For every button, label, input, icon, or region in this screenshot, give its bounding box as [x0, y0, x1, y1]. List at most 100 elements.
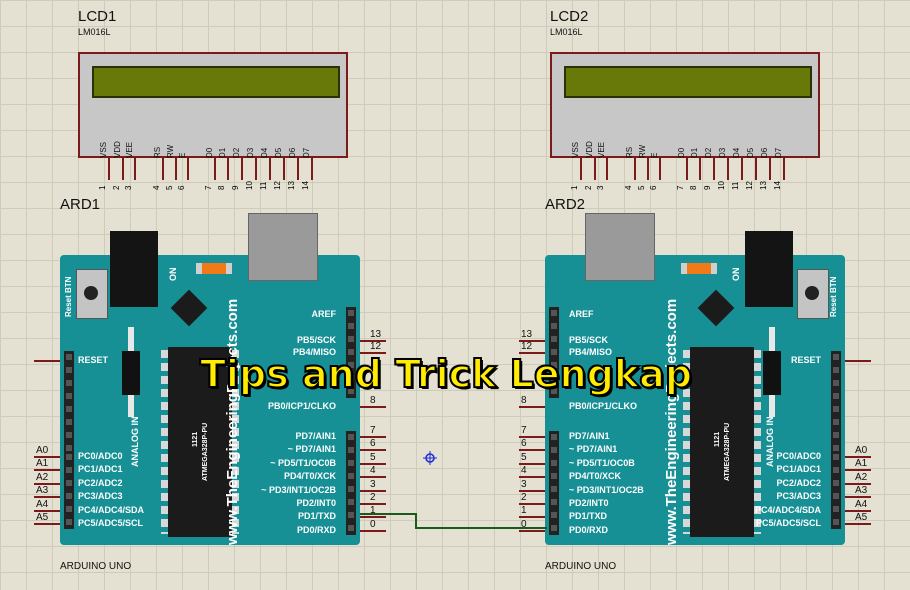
lcd1-pin-lead[interactable]: [241, 156, 243, 180]
analog-pin-lead[interactable]: [34, 456, 60, 458]
lcd2-pin-lead[interactable]: [755, 156, 757, 180]
header-hole[interactable]: [348, 512, 354, 518]
lcd2-pin-lead[interactable]: [659, 156, 661, 180]
header-hole[interactable]: [551, 362, 557, 368]
header-hole[interactable]: [348, 375, 354, 381]
header-hole[interactable]: [551, 499, 557, 505]
header-hole[interactable]: [348, 388, 354, 394]
header-hole[interactable]: [551, 525, 557, 531]
lcd1-pin-lead[interactable]: [134, 156, 136, 180]
digital-pin-lead[interactable]: [519, 449, 545, 452]
lcd2-pin-lead[interactable]: [580, 156, 582, 180]
wire-vertical-segment[interactable]: [415, 513, 417, 528]
digital-pin-lead[interactable]: [519, 503, 545, 505]
analog-pin-lead[interactable]: [34, 496, 60, 499]
lcd1-pin-lead[interactable]: [108, 156, 110, 180]
analog-pin-lead[interactable]: [845, 523, 871, 525]
header-hole[interactable]: [551, 460, 557, 466]
header-hole[interactable]: [833, 354, 839, 360]
lcd1-pin-lead[interactable]: [214, 156, 216, 180]
header-hole[interactable]: [833, 432, 839, 438]
header-hole[interactable]: [833, 445, 839, 451]
header-hole[interactable]: [348, 434, 354, 440]
digital-pin-lead[interactable]: [519, 476, 545, 479]
lcd1-pin-lead[interactable]: [175, 156, 177, 180]
header-hole[interactable]: [66, 367, 72, 373]
ard2-reset-button[interactable]: [797, 269, 829, 319]
header-hole[interactable]: [551, 349, 557, 355]
lcd1-pin-lead[interactable]: [255, 156, 257, 180]
header-hole[interactable]: [833, 367, 839, 373]
digital-pin-lead[interactable]: [519, 406, 545, 408]
header-hole[interactable]: [833, 393, 839, 399]
analog-pin-lead[interactable]: [34, 509, 60, 512]
analog-pin-lead[interactable]: [845, 496, 871, 499]
header-hole[interactable]: [66, 493, 72, 499]
header-hole[interactable]: [348, 336, 354, 342]
header-hole[interactable]: [551, 512, 557, 518]
wire-rx-segment[interactable]: [415, 527, 547, 529]
analog-pin-lead[interactable]: [34, 482, 60, 485]
analog-pin-lead[interactable]: [34, 523, 60, 525]
digital-pin-lead[interactable]: [360, 406, 386, 408]
analog-pin-lead[interactable]: [845, 509, 871, 512]
header-hole[interactable]: [551, 447, 557, 453]
lcd1-pin-lead[interactable]: [297, 156, 299, 180]
header-hole[interactable]: [66, 480, 72, 486]
header-hole[interactable]: [348, 447, 354, 453]
digital-pin-lead[interactable]: [360, 476, 386, 479]
lcd1-pin-lead[interactable]: [283, 156, 285, 180]
header-hole[interactable]: [348, 460, 354, 466]
header-hole[interactable]: [66, 445, 72, 451]
header-hole[interactable]: [833, 519, 839, 525]
header-hole[interactable]: [348, 323, 354, 329]
lcd2-pin-lead[interactable]: [713, 156, 715, 180]
header-hole[interactable]: [66, 406, 72, 412]
lcd2-pin-lead[interactable]: [634, 156, 636, 180]
lcd1-pin-lead[interactable]: [187, 156, 189, 180]
ard1-reset-button[interactable]: [76, 269, 108, 319]
header-hole[interactable]: [66, 454, 72, 460]
header-hole[interactable]: [66, 467, 72, 473]
lcd2-pin-lead[interactable]: [727, 156, 729, 180]
lcd1-pin-lead[interactable]: [311, 156, 313, 180]
header-hole[interactable]: [551, 336, 557, 342]
header-hole[interactable]: [348, 473, 354, 479]
lcd2-pin-lead[interactable]: [783, 156, 785, 180]
analog-pin-lead[interactable]: [34, 469, 60, 472]
analog-pin-lead[interactable]: [845, 482, 871, 485]
lcd1-pin-lead[interactable]: [269, 156, 271, 180]
analog-pin-lead[interactable]: [845, 456, 871, 458]
digital-pin-lead[interactable]: [519, 529, 545, 532]
crosshair-probe-icon[interactable]: [423, 451, 437, 465]
digital-pin-lead[interactable]: [360, 352, 386, 354]
header-hole[interactable]: [348, 486, 354, 492]
header-hole[interactable]: [833, 467, 839, 473]
header-hole[interactable]: [551, 486, 557, 492]
lcd1-pin-lead[interactable]: [227, 156, 229, 180]
header-hole[interactable]: [551, 310, 557, 316]
lcd2-pin-lead[interactable]: [606, 156, 608, 180]
header-hole[interactable]: [348, 349, 354, 355]
header-hole[interactable]: [348, 362, 354, 368]
reset-pin-lead[interactable]: [845, 360, 871, 362]
digital-pin-lead[interactable]: [360, 503, 386, 505]
digital-pin-lead[interactable]: [519, 352, 545, 354]
lcd1-pin-lead[interactable]: [122, 156, 124, 180]
header-hole[interactable]: [833, 480, 839, 486]
digital-pin-lead[interactable]: [360, 436, 386, 438]
digital-pin-lead[interactable]: [360, 462, 386, 465]
header-hole[interactable]: [551, 473, 557, 479]
lcd1-pin-lead[interactable]: [162, 156, 164, 180]
header-hole[interactable]: [833, 506, 839, 512]
lcd2-pin-lead[interactable]: [741, 156, 743, 180]
header-hole[interactable]: [833, 406, 839, 412]
header-hole[interactable]: [833, 419, 839, 425]
header-hole[interactable]: [66, 419, 72, 425]
header-hole[interactable]: [551, 388, 557, 394]
lcd2-pin-lead[interactable]: [647, 156, 649, 180]
header-hole[interactable]: [348, 499, 354, 505]
header-hole[interactable]: [66, 519, 72, 525]
